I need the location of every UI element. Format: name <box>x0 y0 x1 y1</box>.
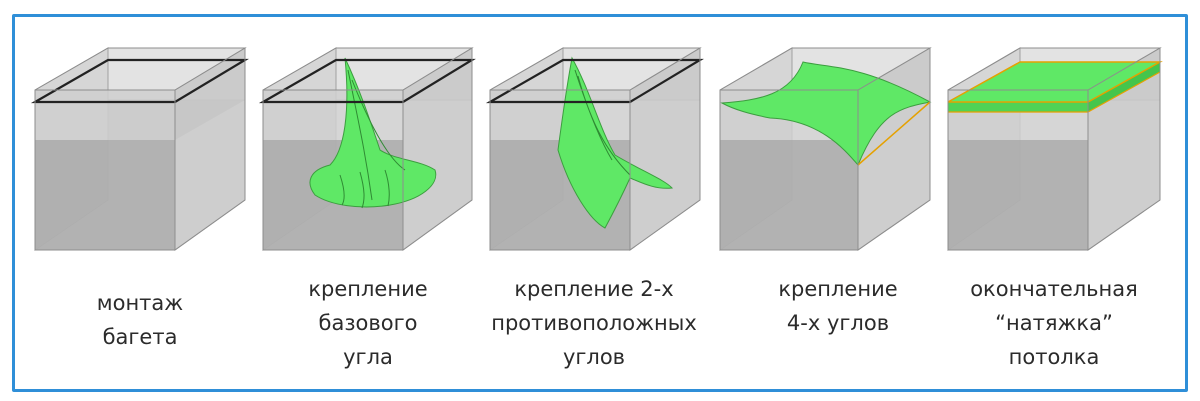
caption-step-1: монтаж багета <box>30 286 250 354</box>
box-2-edges <box>262 47 474 251</box>
box-3-opposite-corners <box>485 47 704 251</box>
caption-step-5-line-2: “натяжка” <box>995 311 1113 335</box>
caption-step-4-line-2: 4-х углов <box>786 311 890 335</box>
caption-step-5: окончательная “натяжка” потолка <box>944 272 1164 374</box>
caption-step-1-line-1: монтаж <box>96 291 184 315</box>
caption-step-1-line-2: багета <box>102 325 178 349</box>
box-2-base-corner <box>258 47 476 251</box>
box-4-fabric-edge <box>857 101 931 166</box>
box-2-fabric-folds <box>339 69 406 209</box>
box-5-floor-shade <box>948 140 1088 250</box>
caption-step-5-line-3: потолка <box>1008 345 1100 369</box>
caption-step-2-line-1: крепление <box>308 277 428 301</box>
box-4-four-corners <box>719 47 932 251</box>
caption-step-4-line-1: крепление <box>778 277 898 301</box>
box-5-final-tension <box>947 47 1163 251</box>
caption-step-4: крепление 4-х углов <box>728 272 948 340</box>
caption-step-3-line-2: противоположных <box>491 311 697 335</box>
caption-step-3: крепление 2-х противоположных углов <box>484 272 704 374</box>
box-1-baguette-mounting <box>30 47 249 251</box>
box-1-edges <box>34 47 247 251</box>
box-5-fabric <box>948 62 1160 102</box>
box-4-floor-shade <box>720 140 858 250</box>
caption-step-2: крепление базового угла <box>258 272 478 374</box>
box-5-edges <box>947 47 1162 251</box>
box-5-fabric-front <box>948 102 1088 112</box>
box-3-fabric-folds <box>574 69 631 176</box>
caption-step-3-line-1: крепление 2-х <box>514 277 674 301</box>
caption-step-5-line-1: окончательная <box>970 277 1138 301</box>
box-3-edges <box>489 47 702 251</box>
caption-step-2-line-2: базового <box>318 311 418 335</box>
box-1-floor-shade <box>35 140 175 250</box>
caption-step-3-line-3: углов <box>562 345 626 369</box>
box-4-edges <box>719 47 932 251</box>
box-5-fabric-side <box>1088 62 1160 112</box>
box-4-fabric <box>720 61 932 166</box>
caption-step-2-line-3: угла <box>343 345 393 369</box>
